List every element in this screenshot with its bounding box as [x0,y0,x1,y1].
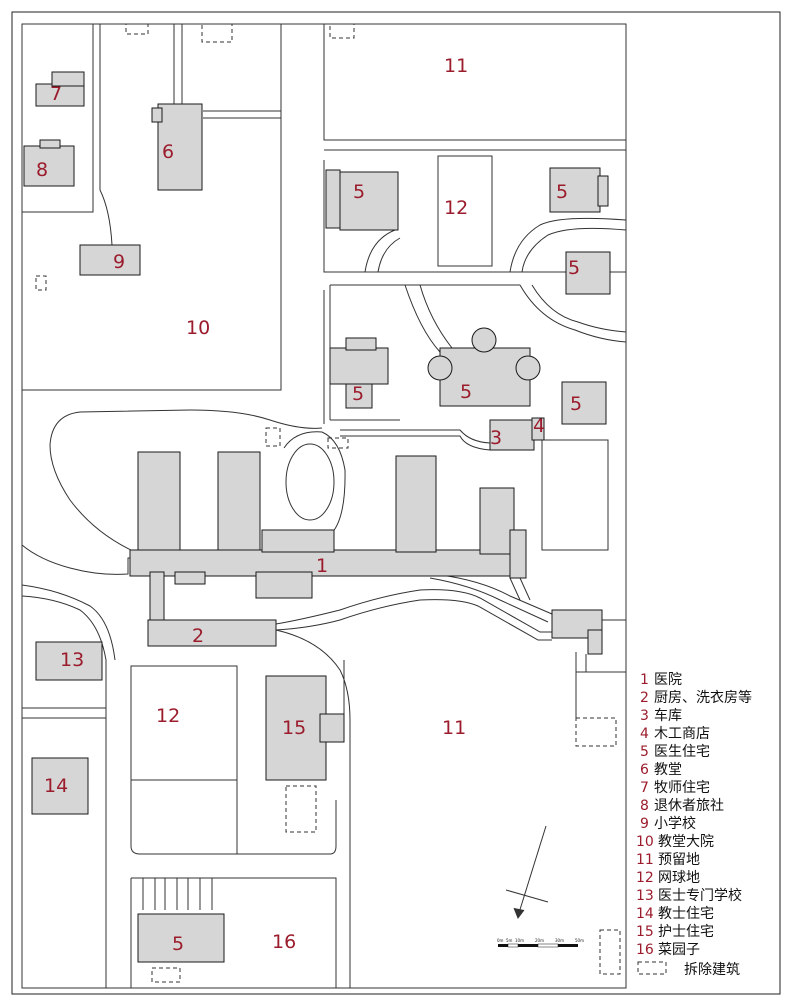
legend-label-1: 医院 [654,672,682,688]
legend-num-15: 15 [636,924,654,940]
legend-num-2: 2 [640,690,649,706]
legend-num-11: 11 [636,852,654,868]
building-5-d [329,347,389,385]
north-arrow [505,825,549,920]
label-7: 7 [50,83,62,105]
parcel-lines [22,24,627,451]
building-5-f [561,381,607,425]
building-6 [157,103,203,191]
mid-parcel-lines [21,409,626,988]
label-5-g: 5 [172,933,184,955]
legend-label-4: 木工商店 [654,726,710,742]
building-15 [265,675,327,781]
label-11-bottom: 11 [442,717,466,739]
label-11-top: 11 [444,55,468,77]
legend-num-6: 6 [640,762,649,778]
label-4: 4 [533,415,545,437]
legend-demolished-swatch [637,961,667,975]
label-9: 9 [113,251,125,273]
label-12-top: 12 [444,197,468,219]
legend-num-9: 9 [640,816,649,832]
legend: 1 医院 2 厨房、洗衣房等 3 车库 4 木工商店 5 医生住宅 6 教堂 7… [636,672,752,978]
legend-num-8: 8 [640,798,649,814]
building-9 [79,244,141,276]
legend-num-3: 3 [640,708,649,724]
label-5-d: 5 [352,383,364,405]
legend-num-12: 12 [636,870,654,886]
legend-label-14: 教士住宅 [658,906,714,922]
legend-num-10: 10 [636,834,654,850]
legend-label-8: 退休者旅社 [654,798,724,814]
building-5-a [339,171,399,231]
legend-num-16: 16 [636,942,654,958]
legend-label-10: 教堂大院 [658,834,714,850]
legend-label-2: 厨房、洗衣房等 [654,689,752,706]
bottom-parcel-lines [130,665,337,988]
label-12-bottom: 12 [156,705,180,727]
label-6: 6 [162,141,174,163]
scale-label-2: 10m [515,938,524,943]
building-4 [531,417,545,441]
label-5-f: 5 [570,393,582,415]
legend-label-12: 网球地 [658,870,700,886]
building-14 [31,757,89,815]
legend-num-4: 4 [640,726,649,742]
legend-label-3: 车库 [654,707,682,724]
building-1-tower [395,455,437,553]
building-5-e [439,347,531,407]
legend-num-14: 14 [636,906,654,922]
legend-label-13: 医士专门学校 [658,887,742,904]
buildings [23,71,611,963]
building-2 [149,571,165,625]
building-8 [23,145,75,187]
label-5-c: 5 [568,257,580,279]
label-10: 10 [186,317,210,339]
label-15: 15 [282,717,306,739]
scale-label-1: 5m [506,938,513,943]
legend-num-1: 1 [640,672,649,688]
building-1-wing-b [217,451,261,553]
building-5-c [565,251,611,295]
label-14: 14 [44,775,68,797]
label-1: 1 [316,555,328,577]
label-5-e: 5 [460,381,472,403]
legend-label-7: 牧师住宅 [654,780,710,796]
scale-label-4: 30m [555,938,564,943]
building-3 [489,419,535,451]
legend-num-13: 13 [636,888,654,904]
label-5-a: 5 [353,181,365,203]
legend-label-5: 医生住宅 [654,744,710,760]
label-5-b: 5 [556,181,568,203]
legend-demolished-label: 拆除建筑 [684,962,740,978]
building-5-b [549,167,601,213]
label-13: 13 [60,649,84,671]
scale-label-0: 0m [497,938,504,943]
legend-label-6: 教堂 [654,762,682,778]
label-8: 8 [36,159,48,181]
legend-num-5: 5 [640,744,649,760]
label-2: 2 [192,625,204,647]
legend-label-16: 菜园子 [658,942,700,958]
legend-label-9: 小学校 [654,815,696,832]
scale-label-5: 50m [575,938,584,943]
building-5-g [137,913,225,963]
legend-num-7: 7 [640,780,649,796]
legend-label-11: 预留地 [658,852,700,868]
area-labels: 11 12 5 5 5 5 5 5 5 6 7 8 9 10 3 4 1 2 1… [36,55,582,955]
label-3: 3 [490,427,502,449]
legend-label-15: 护士住宅 [658,924,714,940]
scale-bar: 0m 5m 10m 20m 30m 50m [497,938,584,948]
building-13 [35,641,103,681]
scale-label-3: 20m [535,938,544,943]
demolished-buildings [35,23,621,983]
label-16: 16 [272,931,296,953]
building-1-wing-a [137,451,181,553]
